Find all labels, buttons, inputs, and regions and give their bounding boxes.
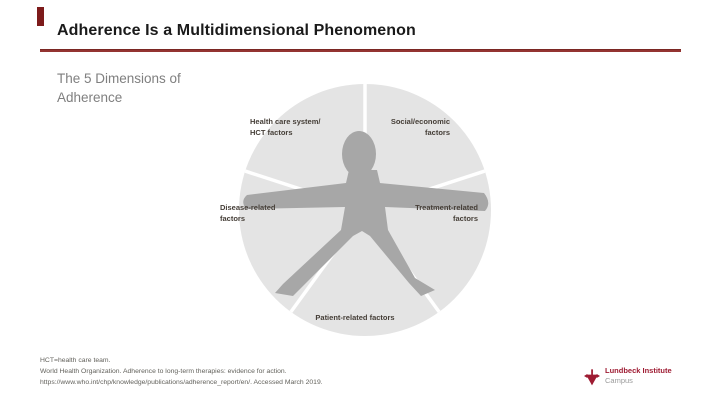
logo-title: Lundbeck Institute (605, 366, 672, 375)
diagram-circle-graphic (239, 84, 491, 336)
segment-label-health-care: Health care system/ HCT factors (250, 117, 321, 137)
lundbeck-star-icon (584, 369, 600, 386)
human-silhouette-icon (243, 131, 489, 296)
logo-text: Lundbeck Institute Campus (605, 366, 672, 386)
title-underline (40, 49, 681, 52)
segment-label-treatment: Treatment-related factors (415, 203, 478, 223)
logo-subtitle: Campus (605, 375, 633, 385)
segment-label-social-economic: Social/economic factors (390, 117, 450, 137)
lundbeck-institute-logo: Lundbeck Institute Campus (584, 366, 672, 389)
slide-accent-mark (37, 7, 44, 26)
footer-note-line: https://www.who.int/chp/knowledge/public… (40, 379, 323, 386)
segment-label-patient: Patient-related factors (315, 313, 395, 322)
slide-title: Adherence Is a Multidimensional Phenomen… (57, 22, 416, 39)
five-dimensions-diagram: Health care system/ HCT factors Social/e… (220, 84, 491, 336)
footer-note-line: HCT=health care team. (40, 357, 111, 364)
slide-subtitle: The 5 Dimensions of Adherence (57, 71, 181, 105)
segment-label-disease: Disease-related factors (220, 203, 276, 223)
footer-note-line: World Health Organization. Adherence to … (40, 368, 287, 375)
footer-citations: HCT=health care team. World Health Organ… (40, 355, 323, 388)
